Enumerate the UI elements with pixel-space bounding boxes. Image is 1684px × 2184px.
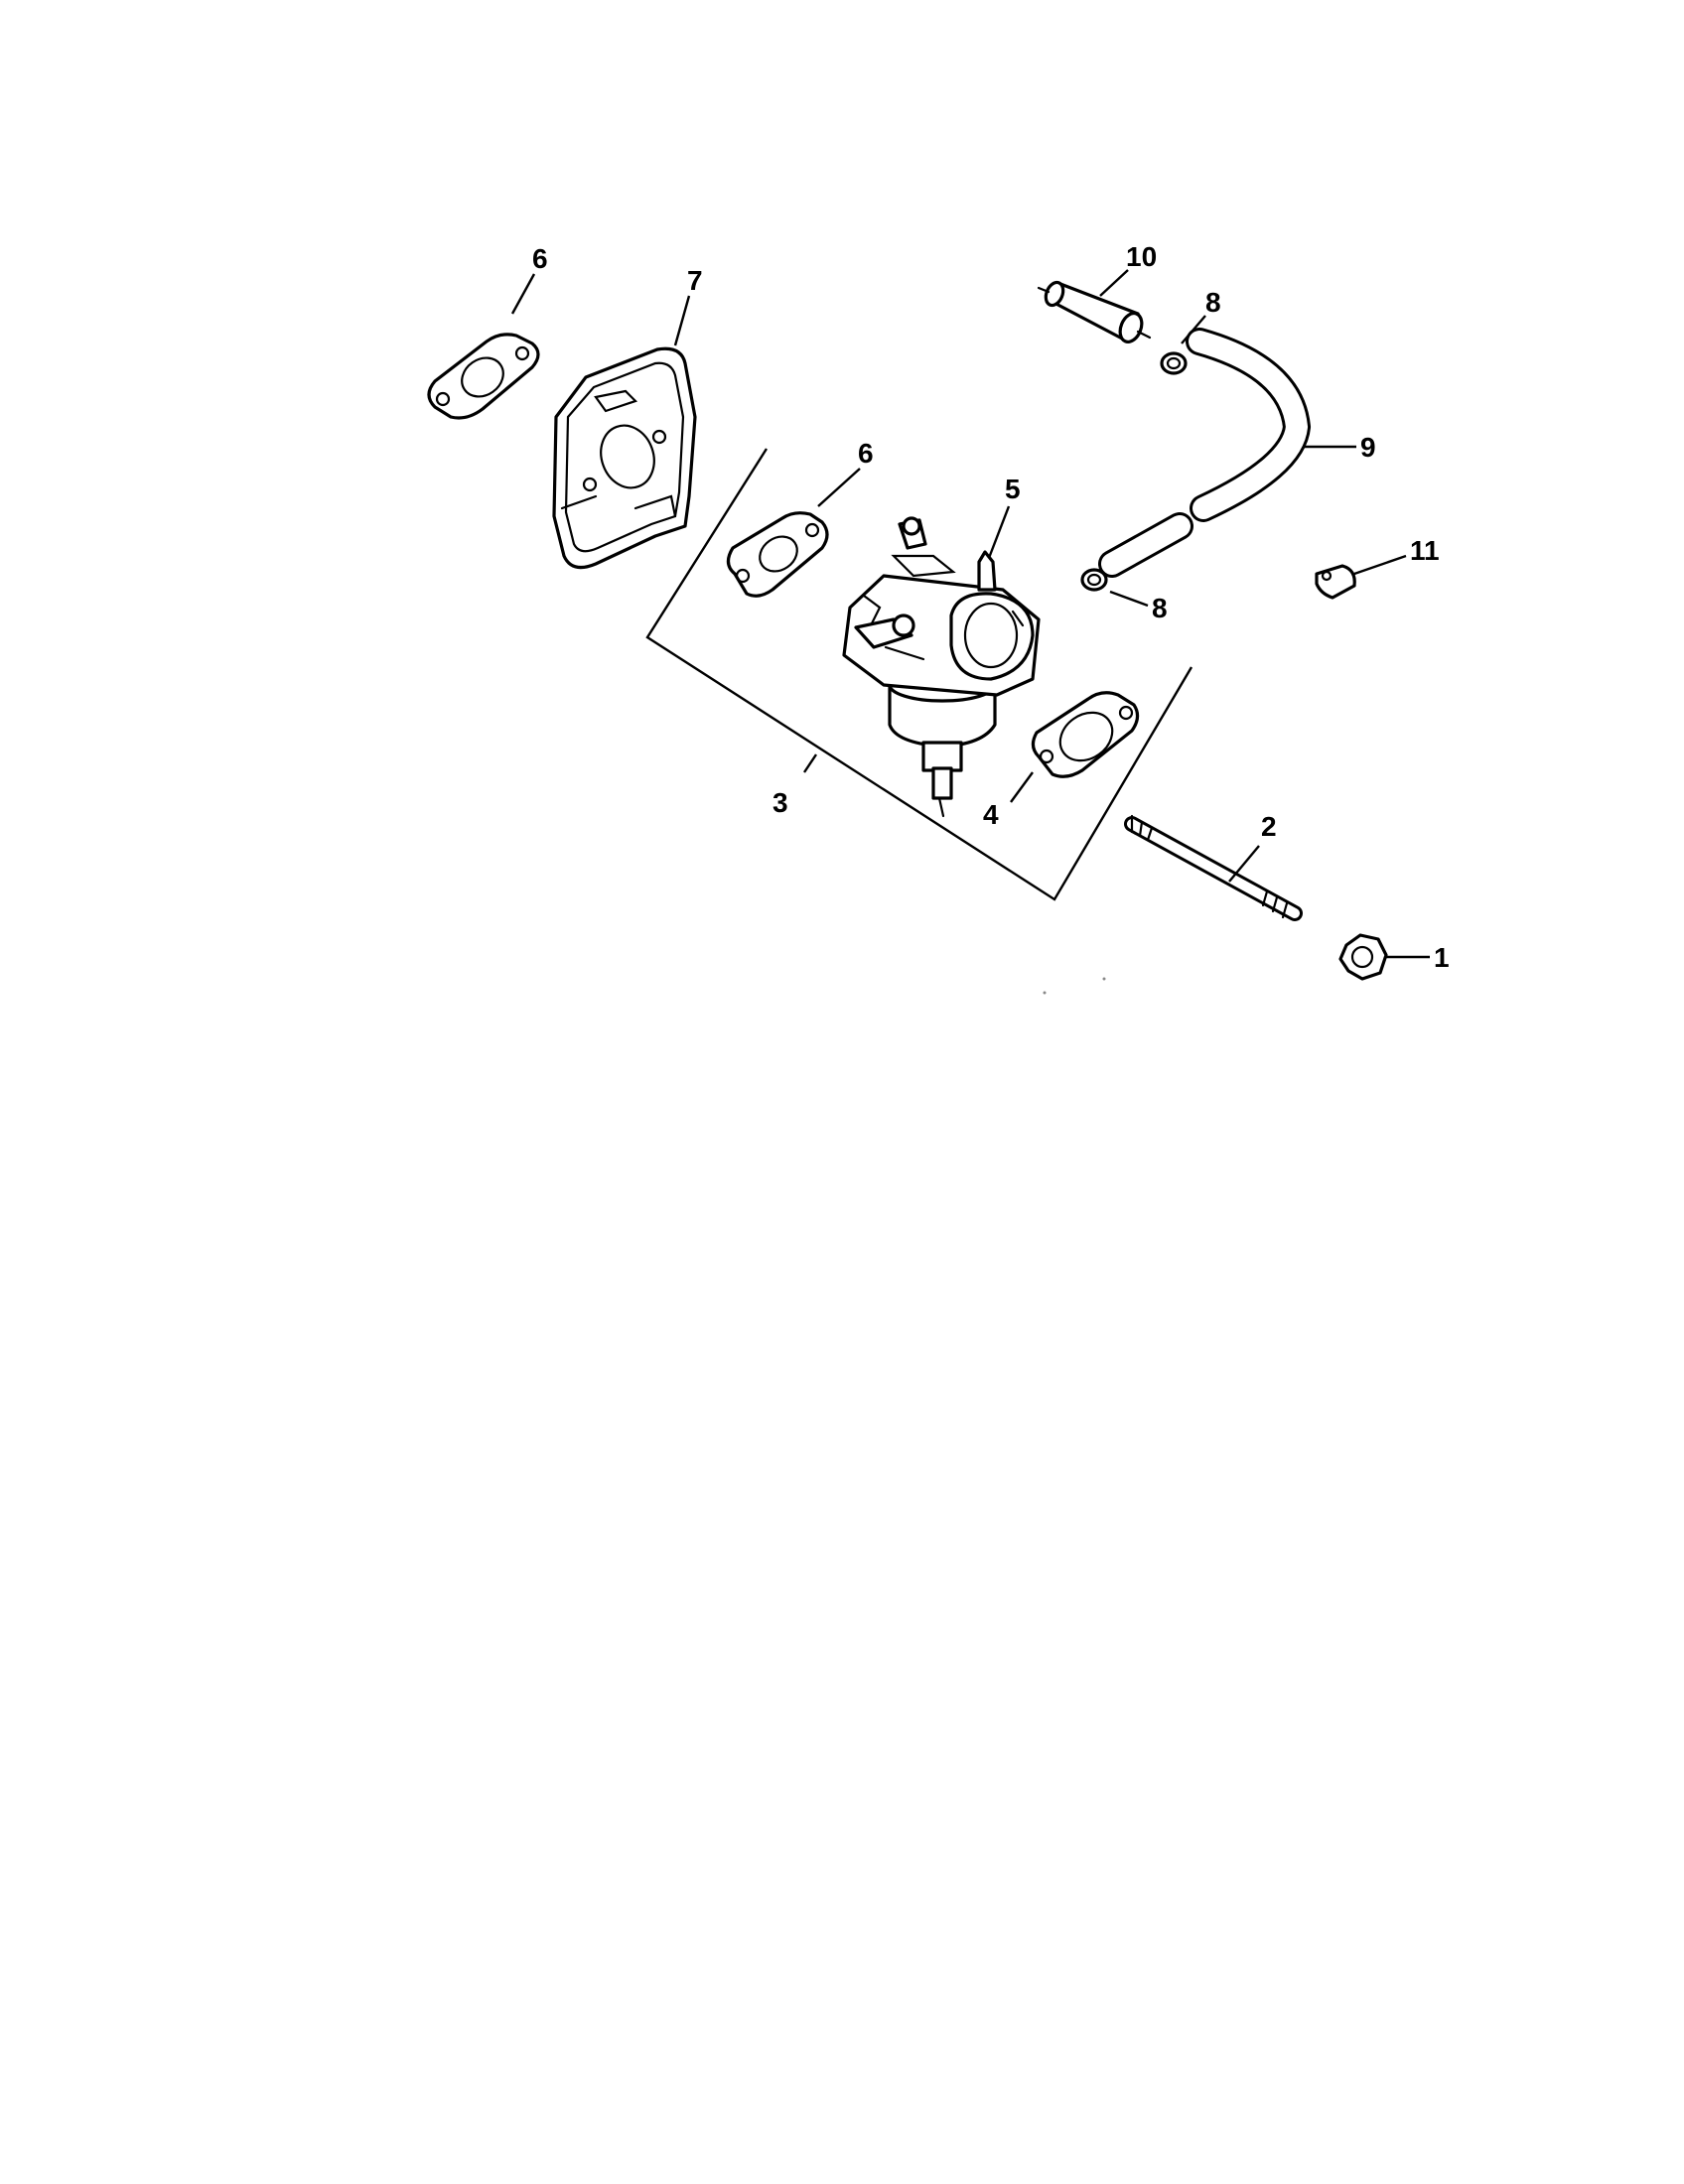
- leader-10: [1099, 269, 1129, 297]
- part-8-clamp-upper: [1160, 351, 1188, 375]
- part-8-clamp-lower: [1080, 568, 1108, 592]
- part-9-fuel-line: [1098, 328, 1312, 578]
- leader-6b: [817, 468, 861, 507]
- part-2-stud: [1124, 814, 1303, 921]
- part-11-clip: [1315, 564, 1356, 600]
- leader-8a: [1181, 315, 1206, 344]
- part-10-fuel-filter: [1037, 280, 1152, 344]
- callout-2: 2: [1261, 811, 1277, 842]
- kit-bracket: [645, 448, 1193, 901]
- callout-6-upper: 6: [532, 243, 548, 274]
- part-7-heat-shield: [552, 346, 697, 570]
- leader-11: [1353, 554, 1407, 576]
- part-4-gasket: [1031, 691, 1140, 778]
- part-6-upper-gasket: [427, 333, 540, 420]
- part-5-carburetor: [842, 516, 1041, 818]
- callout-1: 1: [1434, 942, 1450, 973]
- callout-5: 5: [1005, 474, 1021, 504]
- callout-10: 10: [1126, 241, 1157, 272]
- leader-7: [673, 295, 691, 346]
- callout-8-upper: 8: [1205, 287, 1221, 318]
- callout-6-lower: 6: [858, 438, 874, 469]
- scan-speck: [1102, 977, 1106, 981]
- leader-8b: [1109, 590, 1149, 608]
- part-6-lower-gasket: [726, 511, 829, 598]
- callout-3: 3: [772, 787, 788, 818]
- callout-8-lower: 8: [1152, 593, 1168, 623]
- leader-3: [803, 753, 817, 773]
- leader-2: [1228, 845, 1260, 883]
- callout-9: 9: [1360, 432, 1376, 463]
- callout-4: 4: [983, 799, 999, 830]
- leader-6a: [510, 273, 536, 315]
- callout-7: 7: [687, 265, 703, 296]
- part-1-nut: [1338, 933, 1388, 981]
- leader-4: [1010, 771, 1034, 803]
- leader-5: [987, 505, 1011, 559]
- scan-speck: [1043, 991, 1047, 995]
- callout-11: 11: [1410, 535, 1440, 566]
